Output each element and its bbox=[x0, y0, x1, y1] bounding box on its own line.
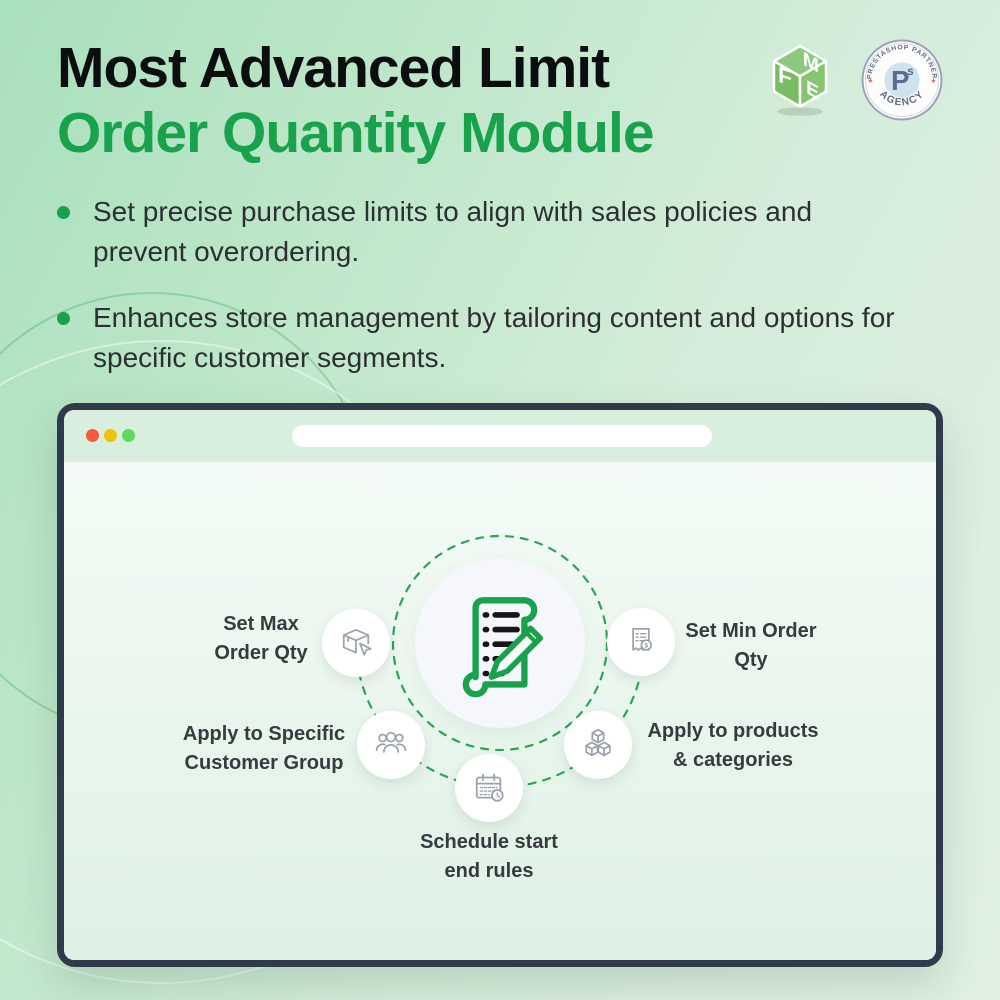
satellite-set-max bbox=[322, 609, 390, 677]
feature-label-set-max: Set Max Order Qty bbox=[214, 613, 308, 664]
badge-star-left-icon: ★ bbox=[867, 77, 873, 85]
bullet-dot bbox=[57, 312, 70, 325]
feature-label-customer-group: Apply to Specific Customer Group bbox=[182, 723, 346, 774]
title-line-2: Order Quantity Module bbox=[57, 101, 655, 165]
satellite-customer-group bbox=[357, 711, 425, 779]
bullet-text: Set precise purchase limits to align wit… bbox=[93, 196, 813, 267]
prestashop-partner-badge: P s PRESTASHOP PARTNER AGENCY ★ ★ bbox=[860, 38, 944, 127]
order-rules-document-icon bbox=[462, 597, 544, 698]
diagram-hub bbox=[415, 558, 585, 728]
window-minimize-button[interactable] bbox=[104, 429, 117, 442]
address-bar[interactable] bbox=[292, 425, 712, 447]
fme-letter-m: M bbox=[803, 48, 819, 78]
feature-label-products-categories: Apply to products & categories bbox=[647, 720, 819, 771]
bullet-text: Enhances store management by tailoring c… bbox=[93, 302, 895, 373]
logo-shadow bbox=[777, 107, 823, 116]
fme-letter-e: E bbox=[806, 76, 819, 104]
feature-label-schedule: Schedule start end rules bbox=[420, 831, 558, 882]
badge-monogram: P bbox=[891, 65, 910, 96]
dollar-symbol: $ bbox=[644, 643, 648, 650]
bullet-dot bbox=[57, 206, 70, 219]
satellite-schedule bbox=[455, 754, 523, 822]
package-cursor-icon bbox=[342, 629, 372, 656]
browser-topbar bbox=[64, 410, 936, 462]
feature-bullets: Set precise purchase limits to align wit… bbox=[57, 192, 937, 404]
customer-group-icon bbox=[375, 731, 407, 753]
window-maximize-button[interactable] bbox=[122, 429, 135, 442]
satellite-set-min: $ bbox=[607, 608, 675, 676]
window-controls bbox=[86, 429, 135, 442]
calendar-clock-icon bbox=[475, 773, 504, 802]
satellite-products-categories bbox=[564, 711, 632, 779]
product-cubes-icon bbox=[585, 728, 611, 757]
fme-logo: F M E bbox=[758, 36, 842, 125]
badge-center-circle bbox=[884, 62, 920, 98]
bullet-item: Set precise purchase limits to align wit… bbox=[57, 192, 937, 272]
title-line-1: Most Advanced Limit bbox=[57, 36, 610, 100]
badge-monogram-super: s bbox=[907, 65, 914, 78]
badge-star-right-icon: ★ bbox=[930, 77, 936, 85]
fme-letter-f: F bbox=[778, 61, 792, 91]
window-close-button[interactable] bbox=[86, 429, 99, 442]
pencil-icon bbox=[488, 625, 544, 680]
invoice-dollar-icon: $ bbox=[632, 628, 652, 651]
bullet-item: Enhances store management by tailoring c… bbox=[57, 298, 937, 378]
page-title: Most Advanced Limit Order Quantity Modul… bbox=[57, 36, 655, 166]
feature-label-set-min: Set Min Order Qty bbox=[685, 620, 817, 671]
